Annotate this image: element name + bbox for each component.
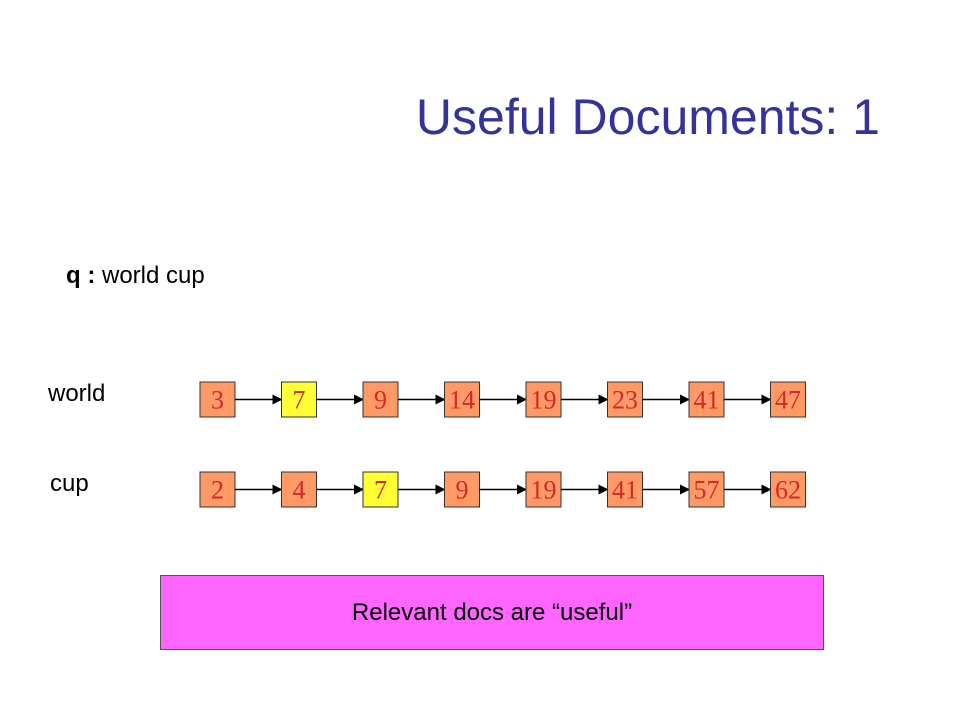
posting-doc-id: 7 <box>374 476 387 505</box>
query-label: q : <box>66 262 96 289</box>
posting-box-highlighted <box>362 471 399 508</box>
posting-box <box>281 471 317 508</box>
posting-box-highlighted <box>281 381 317 418</box>
posting-doc-id: 9 <box>456 476 469 505</box>
note-box: Relevant docs are “useful” <box>160 575 824 650</box>
posting-box <box>607 471 643 508</box>
posting-doc-id: 23 <box>612 386 638 415</box>
query-text: world cup <box>102 262 205 289</box>
posting-box <box>525 471 562 508</box>
posting-doc-id: 41 <box>694 386 720 415</box>
query-line: q : world cup <box>66 262 205 290</box>
posting-doc-id: 3 <box>211 386 224 415</box>
posting-box <box>688 471 725 508</box>
posting-box <box>770 471 806 508</box>
slide-title: Useful Documents: 1 <box>415 89 880 145</box>
term-label-world: world <box>48 380 106 407</box>
posting-doc-id: 47 <box>775 386 801 415</box>
posting-doc-id: 7 <box>293 386 306 415</box>
posting-box <box>525 381 562 418</box>
posting-doc-id: 19 <box>531 386 557 415</box>
posting-list-world: 3 7 9 14 19 23 41 47 <box>199 381 806 418</box>
note-text: Relevant docs are “useful” <box>351 598 633 626</box>
posting-doc-id: 14 <box>449 386 475 415</box>
posting-doc-id: 9 <box>374 386 387 415</box>
posting-box <box>444 471 480 508</box>
posting-list-cup: 2 4 7 9 19 41 57 62 <box>199 471 806 508</box>
posting-box <box>770 381 806 418</box>
posting-box <box>199 381 236 418</box>
posting-doc-id: 57 <box>694 476 720 505</box>
posting-box <box>444 381 480 418</box>
posting-box <box>688 381 725 418</box>
posting-doc-id: 2 <box>211 476 224 505</box>
posting-doc-id: 62 <box>775 476 801 505</box>
term-label-cup: cup <box>50 470 89 497</box>
posting-box <box>199 471 236 508</box>
posting-doc-id: 4 <box>293 476 306 505</box>
posting-doc-id: 19 <box>531 476 557 505</box>
posting-doc-id: 41 <box>612 476 638 505</box>
